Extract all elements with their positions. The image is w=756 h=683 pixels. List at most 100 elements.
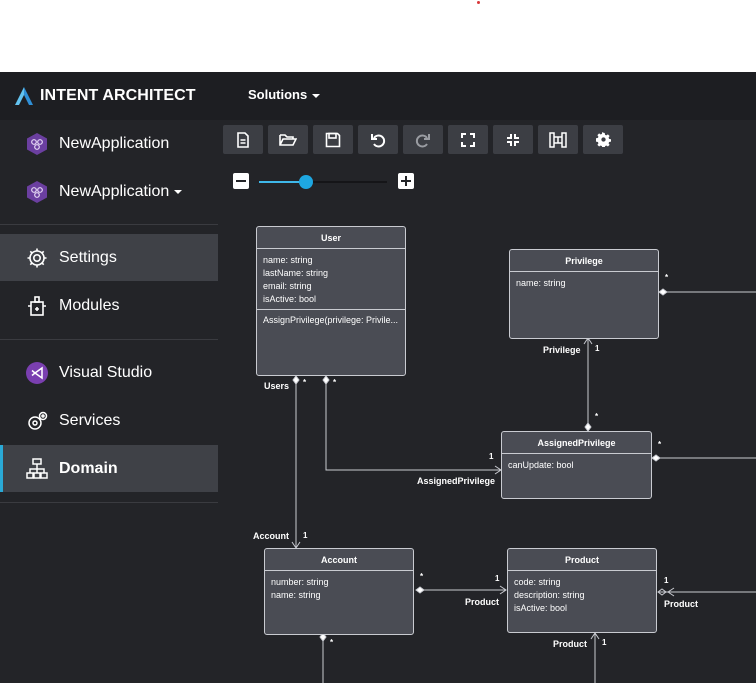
new-document-button[interactable] xyxy=(223,125,263,154)
sidebar-item-label: Modules xyxy=(59,296,120,314)
zoom-slider-handle[interactable] xyxy=(299,175,314,189)
class-privilege[interactable]: Privilege name: string xyxy=(509,249,659,339)
zoom-slider-fill xyxy=(259,181,307,183)
settings-button[interactable] xyxy=(583,125,623,154)
sidebar-divider xyxy=(0,224,218,225)
application-icon xyxy=(25,180,49,204)
class-attributes: number: string name: string xyxy=(265,571,413,605)
save-icon xyxy=(325,132,341,147)
sidebar-divider xyxy=(0,339,218,340)
undo-button[interactable] xyxy=(358,125,398,154)
save-button[interactable] xyxy=(313,125,353,154)
multiplicity-label: * xyxy=(330,638,334,647)
zoom-out-button[interactable] xyxy=(233,173,249,189)
class-account[interactable]: Account number: string name: string xyxy=(264,548,414,635)
multiplicity-label: 1 xyxy=(664,576,669,585)
intent-logo-icon xyxy=(15,87,33,105)
modules-icon xyxy=(25,294,49,318)
multiplicity-label: * xyxy=(665,273,669,282)
minus-icon xyxy=(236,180,246,182)
association-label-privilege[interactable]: Privilege xyxy=(543,345,581,355)
document-icon xyxy=(237,131,249,148)
attribute[interactable]: description: string xyxy=(514,590,585,600)
multiplicity-label: 1 xyxy=(595,344,600,353)
zoom-in-button[interactable] xyxy=(398,173,414,189)
attribute[interactable]: name: string xyxy=(263,255,313,265)
zoom-control xyxy=(233,172,418,192)
association-label-product[interactable]: Product xyxy=(553,639,588,649)
multiplicity-label: 1 xyxy=(495,574,500,583)
sidebar-item-application[interactable]: NewApplication xyxy=(0,120,218,167)
association-label-account[interactable]: Account xyxy=(253,531,289,541)
diagram-toolbar xyxy=(223,125,623,154)
multiplicity-label: * xyxy=(420,572,424,581)
multiplicity-label: * xyxy=(595,412,599,421)
class-attributes: name: string lastName: string email: str… xyxy=(257,249,405,309)
class-operations: AssignPrivilege(privilege: Privile... xyxy=(257,309,405,330)
diagram-canvas[interactable]: User name: string lastName: string email… xyxy=(218,120,756,683)
sidebar-item-services[interactable]: Services xyxy=(0,397,218,444)
class-name: User xyxy=(257,227,405,249)
solutions-label: Solutions xyxy=(248,87,308,102)
attribute[interactable]: name: string xyxy=(271,590,321,600)
sidebar-item-label: Visual Studio xyxy=(59,363,153,381)
gear-icon xyxy=(595,132,611,147)
sidebar-item-label: Domain xyxy=(59,459,118,477)
association-label-product[interactable]: Product xyxy=(465,597,500,607)
association-label-product[interactable]: Product xyxy=(664,599,699,609)
application-icon xyxy=(25,132,49,156)
redo-button[interactable] xyxy=(403,125,443,154)
solutions-menu[interactable]: Solutions xyxy=(248,87,321,102)
attribute[interactable]: email: string xyxy=(263,281,312,291)
class-attributes: code: string description: string isActiv… xyxy=(508,571,656,618)
redo-icon xyxy=(415,133,430,147)
open-button[interactable] xyxy=(268,125,308,154)
folder-open-icon xyxy=(279,133,297,146)
multiplicity-label: 1 xyxy=(303,531,308,540)
class-name: Privilege xyxy=(510,250,658,272)
visual-studio-icon xyxy=(25,361,49,385)
zoom-slider[interactable] xyxy=(259,175,387,189)
attribute[interactable]: code: string xyxy=(514,577,561,587)
sidebar-item-label: Services xyxy=(59,411,121,429)
class-name: Account xyxy=(265,549,413,571)
attribute[interactable]: isActive: bool xyxy=(263,294,317,304)
sidebar-divider xyxy=(0,502,218,503)
sidebar-item-domain[interactable]: Domain xyxy=(0,445,218,492)
class-attributes: canUpdate: bool xyxy=(502,454,651,475)
layout-button[interactable] xyxy=(538,125,578,154)
association-label-assigned-privilege[interactable]: AssignedPrivilege xyxy=(417,476,496,486)
hierarchy-icon xyxy=(25,457,49,481)
attribute[interactable]: isActive: bool xyxy=(514,603,568,613)
sidebar-item-settings[interactable]: Settings xyxy=(0,234,218,281)
sidebar-item-application-selector[interactable]: NewApplication xyxy=(0,168,218,215)
attribute[interactable]: canUpdate: bool xyxy=(508,460,574,470)
class-user[interactable]: User name: string lastName: string email… xyxy=(256,226,406,376)
caret-down-icon xyxy=(312,93,321,98)
class-product[interactable]: Product code: string description: string… xyxy=(507,548,657,633)
sidebar-item-modules[interactable]: Modules xyxy=(0,282,218,329)
top-bar: INTENT ARCHITECT Solutions xyxy=(0,72,756,120)
sidebar-item-label: NewApplication xyxy=(59,134,170,152)
multiplicity-label: 1 xyxy=(602,638,607,647)
class-name: Product xyxy=(508,549,656,571)
caret-down-icon xyxy=(174,189,183,194)
expand-icon xyxy=(461,132,475,147)
attribute[interactable]: name: string xyxy=(516,278,566,288)
logo: INTENT ARCHITECT xyxy=(14,86,196,106)
attribute[interactable]: number: string xyxy=(271,577,329,587)
compress-button[interactable] xyxy=(493,125,533,154)
attribute[interactable]: lastName: string xyxy=(263,268,329,278)
sidebar: NewApplication NewApplication Settings M… xyxy=(0,120,218,683)
association-label-users[interactable]: Users xyxy=(264,381,290,391)
operation[interactable]: AssignPrivilege(privilege: Privile... xyxy=(263,315,399,325)
multiplicity-label: * xyxy=(333,378,337,387)
logo-text: INTENT ARCHITECT xyxy=(40,87,196,104)
cursor-dot xyxy=(477,1,480,4)
class-assigned-privilege[interactable]: AssignedPrivilege canUpdate: bool xyxy=(501,431,652,499)
expand-button[interactable] xyxy=(448,125,488,154)
sidebar-item-visual-studio[interactable]: Visual Studio xyxy=(0,349,218,396)
sidebar-item-label: NewApplication xyxy=(59,182,170,200)
undo-icon xyxy=(371,133,386,147)
class-attributes: name: string xyxy=(510,272,658,293)
